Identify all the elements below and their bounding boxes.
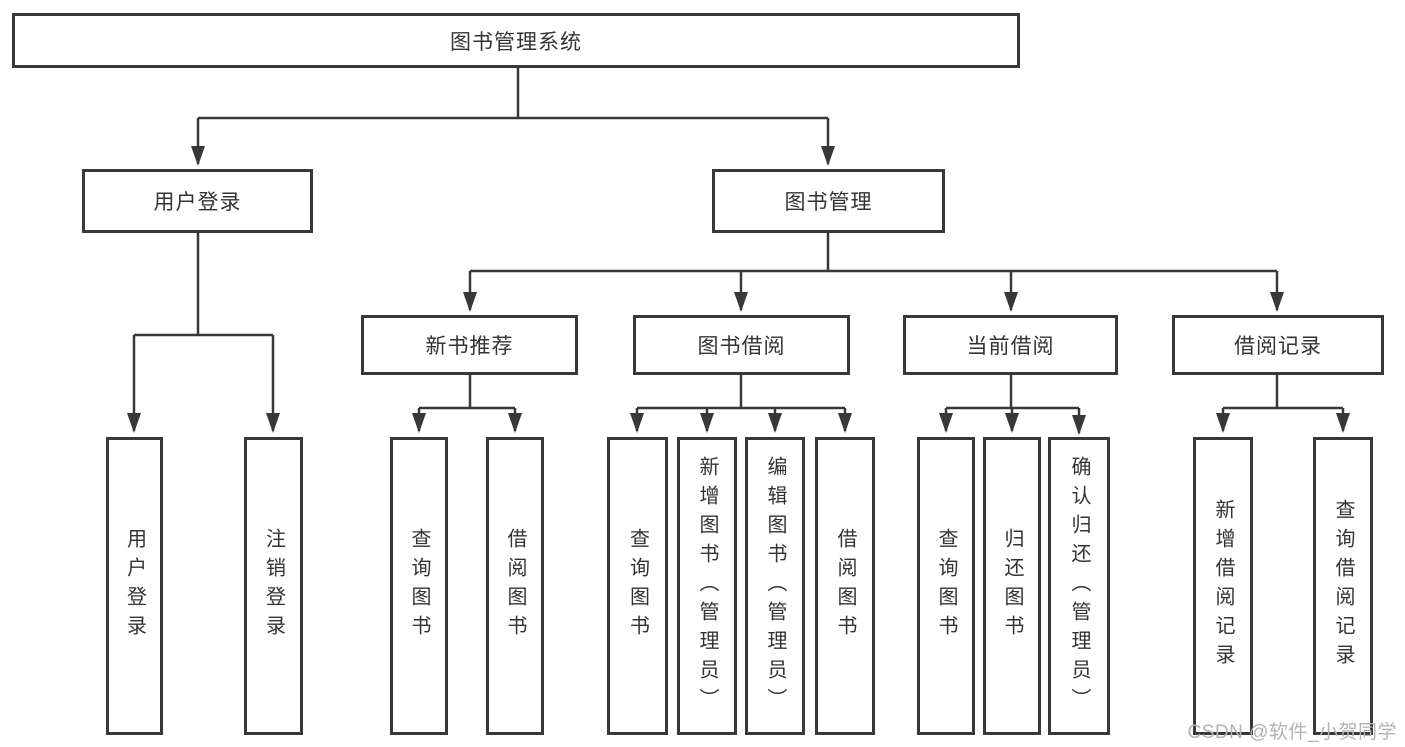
leaf-rec-query-books: 查询图书 [390, 437, 448, 735]
node-label: 当前借阅 [966, 335, 1055, 358]
leaf-label: 编辑图书（管理员） [764, 455, 786, 717]
node-label: 图书管理系统 [450, 30, 582, 54]
node-label: 图书管理 [784, 191, 873, 214]
node-root-library-system: 图书管理系统 [12, 13, 1020, 68]
node-label: 图书借阅 [697, 335, 786, 358]
node-label: 借阅记录 [1234, 335, 1322, 358]
leaf-br-query-record: 查询借阅记录 [1313, 437, 1373, 735]
node-new-book-recommendation: 新书推荐 [361, 315, 578, 375]
leaf-bb-borrow-books: 借阅图书 [815, 437, 875, 735]
leaf-label: 新增图书（管理员） [696, 455, 718, 717]
node-borrowing-records: 借阅记录 [1172, 315, 1384, 375]
leaf-label: 新增借阅记录 [1212, 499, 1234, 673]
leaf-label: 归还图书 [1001, 528, 1023, 644]
leaf-cb-query-books: 查询图书 [917, 437, 975, 735]
leaf-rec-borrow-books: 借阅图书 [486, 437, 544, 735]
node-user-login: 用户登录 [82, 169, 313, 233]
node-current-borrowing: 当前借阅 [903, 315, 1118, 375]
leaf-label: 注销登录 [262, 528, 285, 644]
leaf-logout: 注销登录 [244, 437, 303, 735]
leaf-br-add-record: 新增借阅记录 [1193, 437, 1253, 735]
leaf-bb-edit-books-admin: 编辑图书（管理员） [745, 437, 805, 735]
leaf-label: 借阅图书 [834, 528, 856, 644]
node-label: 用户登录 [153, 191, 242, 214]
leaf-label: 借阅图书 [504, 528, 526, 644]
node-label: 新书推荐 [425, 335, 514, 358]
leaf-cb-return-books: 归还图书 [983, 437, 1041, 735]
node-book-borrowing: 图书借阅 [633, 315, 850, 375]
leaf-user-login: 用户登录 [106, 437, 163, 735]
leaf-label: 查询借阅记录 [1332, 499, 1354, 673]
csdn-watermark: CSDN @软件_小贺同学 [1187, 722, 1397, 743]
leaf-label: 用户登录 [123, 528, 146, 644]
leaf-bb-add-books-admin: 新增图书（管理员） [677, 437, 737, 735]
node-book-management: 图书管理 [712, 169, 945, 233]
leaf-label: 查询图书 [935, 528, 957, 644]
leaf-cb-confirm-return-admin: 确认归还（管理员） [1048, 437, 1110, 735]
leaf-label: 确认归还（管理员） [1068, 455, 1090, 717]
leaf-label: 查询图书 [626, 528, 649, 644]
leaf-bb-query-books: 查询图书 [607, 437, 668, 735]
leaf-label: 查询图书 [408, 528, 430, 644]
